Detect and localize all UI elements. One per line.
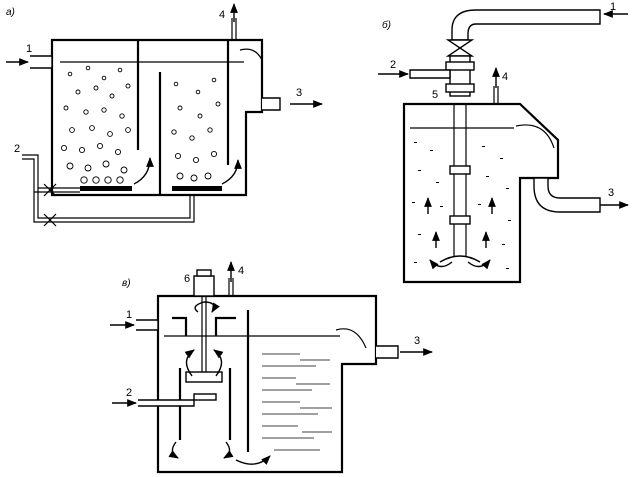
panel-c-bottom-arrow-2: [223, 441, 234, 459]
panel-c-label-2: 2: [126, 387, 132, 399]
panel-b-downcomer: [453, 104, 467, 256]
panel-a-label-3: 3: [296, 87, 302, 99]
panel-b-label-4: 4: [502, 71, 508, 83]
panel-c-circ-arrow-right: [213, 349, 224, 377]
panel-c-settled-water-hatch: [262, 353, 332, 451]
panel-b-swirl-right: [467, 259, 491, 270]
panel-b-ejector-flange-2: [445, 83, 475, 93]
panel-c-aerator: [193, 393, 217, 401]
panel-c-impeller: [185, 371, 223, 383]
panel-c-shaft: [201, 296, 207, 372]
panel-b-joint-2: [449, 215, 471, 225]
panel-a-valve-1: [43, 183, 57, 197]
panel-a-label-2: 2: [14, 143, 20, 155]
panel-c-motor-cap: [196, 269, 212, 277]
panel-c-circ-arrow-left: [184, 349, 195, 377]
panel-a-tank: [50, 38, 264, 197]
panel-c-vent-pipe: [228, 278, 234, 296]
panel-a: а) 1 3 4 2: [6, 3, 323, 227]
panel-c-air-pipe: [138, 399, 195, 407]
panel-c-label-3: 3: [414, 335, 420, 347]
panel-c-motor: [193, 275, 215, 297]
panel-b-label-1: 1: [610, 1, 616, 13]
panel-b-label-3: 3: [608, 187, 614, 199]
panel-b-air-pipe: [409, 69, 451, 79]
panel-a-bubbles-1: [60, 65, 131, 184]
panel-a-bubbles-2: [171, 77, 221, 182]
panel-b-supply-pipe: [451, 9, 601, 41]
panel-c-inlet-trough: [172, 316, 236, 336]
panel-a-flow-arrow-2: [221, 159, 242, 185]
panel-c-label-1: 1: [126, 309, 132, 321]
panel-c-inlet-pipe: [136, 319, 159, 331]
panel-c-label: в): [122, 278, 131, 289]
panel-c-tank: [156, 294, 378, 474]
panel-b-froth-trough: [515, 124, 555, 149]
panel-a-label: а): [6, 7, 15, 18]
panel-c-rotation-arrow: [194, 301, 220, 313]
panel-c-bottom-arrow-3: [235, 455, 271, 466]
panel-b-vent-pipe: [493, 86, 499, 104]
panel-b-outlet-pipe: [533, 177, 601, 213]
panel-a-valve-2: [43, 213, 57, 227]
panel-a-outlet-pipe: [262, 97, 281, 111]
panel-b-valve: [445, 39, 475, 57]
panel-b-joint-1: [449, 165, 471, 175]
panel-b-label-2: 2: [390, 59, 396, 71]
panel-a-flow-arrow-1: [133, 157, 154, 185]
panel-c-overflow-weir: [335, 328, 367, 349]
panel-b-ejector-flange-1: [445, 61, 475, 71]
panel-a-air-line: [22, 154, 195, 223]
panel-c: в) 1 6 4 2: [110, 261, 433, 474]
panel-c-label-6: 6: [184, 273, 190, 285]
panel-c-outlet-pipe: [376, 345, 399, 359]
panel-b-label: б): [382, 19, 391, 31]
panel-c-label-4: 4: [238, 265, 244, 277]
panel-a-inlet-pipe: [30, 55, 53, 69]
panel-b-swirl-left: [429, 259, 453, 270]
panel-b-label-5: 5: [432, 89, 438, 101]
panel-b: б) 1 2 5 4: [378, 1, 629, 284]
panel-a-diffuser-2: [172, 186, 222, 191]
panel-c-bottom-arrow-1: [168, 441, 179, 459]
panel-a-overflow-weir: [239, 48, 263, 61]
panel-a-label-4: 4: [219, 9, 225, 21]
panel-a-label-1: 1: [26, 43, 32, 55]
panel-a-diffuser-1: [80, 186, 132, 191]
panel-b-disperser: [439, 255, 481, 263]
panel-b-speckle: [412, 142, 511, 269]
panel-a-vent-pipe: [231, 18, 237, 40]
